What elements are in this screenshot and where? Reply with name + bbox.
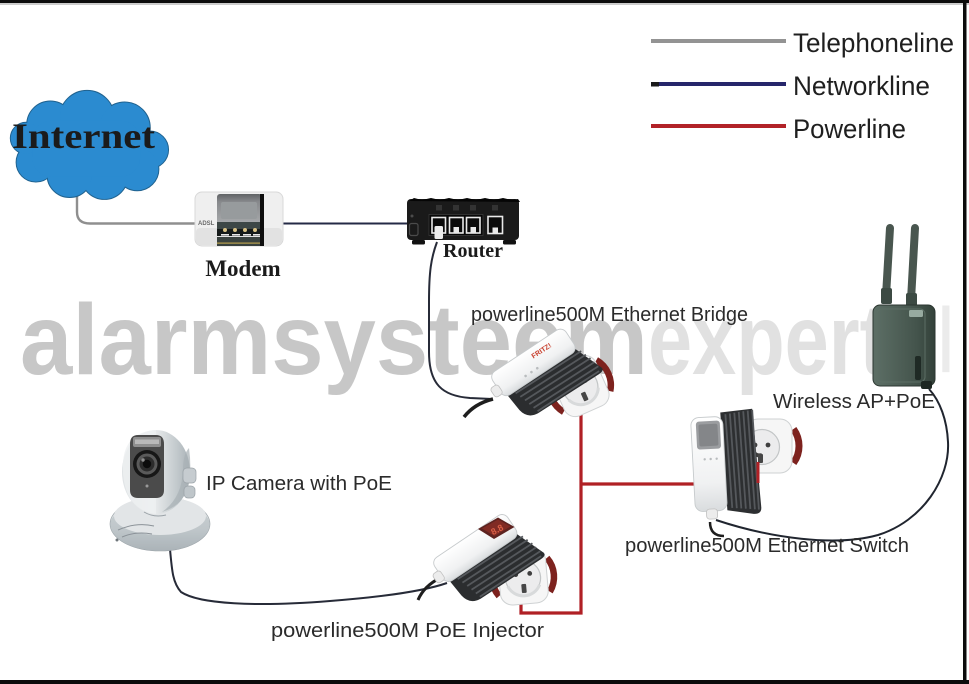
svg-text:Networkline: Networkline (793, 71, 930, 101)
svg-text:Router: Router (443, 240, 503, 262)
svg-text:powerline500M Ethernet Switch: powerline500M Ethernet Switch (625, 535, 909, 557)
svg-text:Modem: Modem (205, 256, 280, 281)
svg-text:powerline500M Ethernet Bridge: powerline500M Ethernet Bridge (471, 304, 748, 326)
svg-text:ADSL: ADSL (198, 221, 215, 227)
svg-text:expert: expert (648, 284, 886, 396)
svg-text:Telephoneline: Telephoneline (793, 28, 954, 58)
svg-text:powerline500M PoE Injector: powerline500M PoE Injector (271, 620, 544, 642)
svg-text:Powerline: Powerline (793, 114, 906, 144)
svg-text:Wireless AP+PoE: Wireless AP+PoE (773, 391, 935, 413)
svg-text:IP Camera with PoE: IP Camera with PoE (206, 473, 392, 495)
svg-text:Internet: Internet (12, 116, 155, 156)
